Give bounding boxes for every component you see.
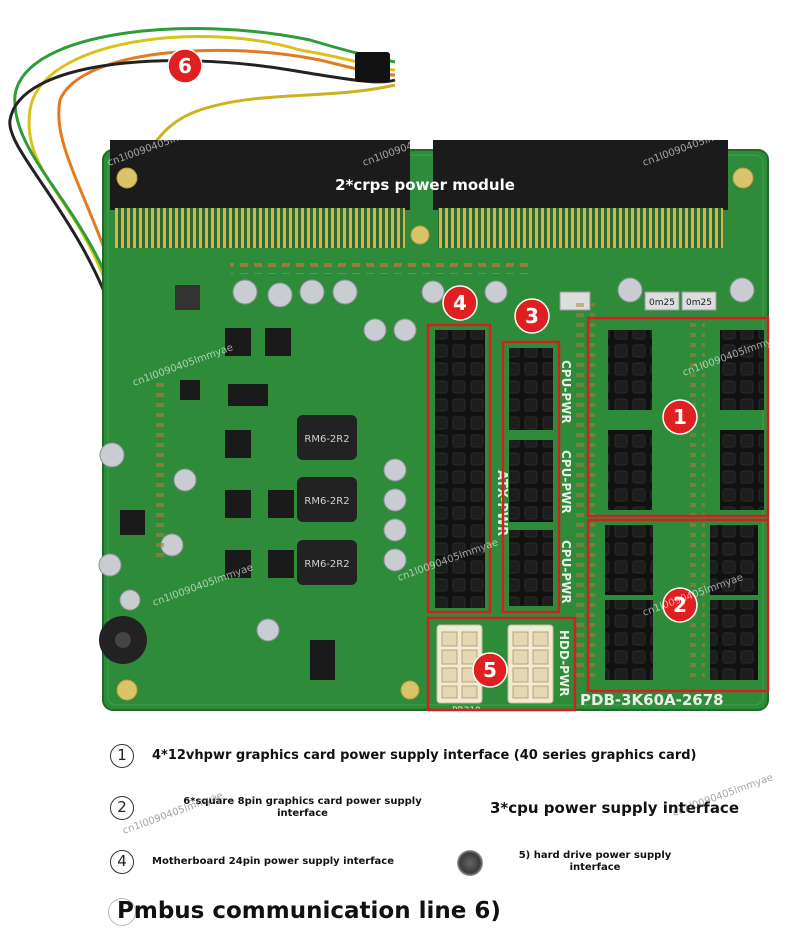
callout-4: 4: [453, 291, 467, 315]
inductor-label: RM6-2R2: [304, 496, 349, 507]
legend-text-5: 5) hard drive power supply interface: [505, 850, 685, 874]
12vhpwr-connector-4: [720, 430, 764, 510]
mosfets: [120, 285, 335, 680]
capacitors: [98, 277, 755, 642]
callout-3: 3: [525, 304, 539, 328]
cpu-label: CPU-PWR: [559, 540, 573, 604]
atx-24pin-connector: [435, 330, 485, 608]
hdd-label: HDD-PWR: [557, 630, 571, 696]
12vhpwr-connector-3: [608, 430, 652, 510]
inductor-label: RM6-2R2: [304, 434, 349, 445]
legend-number-6-ring: [108, 898, 136, 926]
gpu-8pin-4: [710, 600, 758, 680]
legend-text-2-line2: interface: [277, 808, 328, 819]
pcb-board-illustration: 2*crps power module: [8, 27, 770, 716]
hdd-icon: [457, 850, 483, 876]
inductor-label: RM6-2R2: [304, 559, 349, 570]
board-model: PDB-3K60A-2678: [580, 691, 724, 709]
legend-text-2: 6*square 8pin graphics card power supply…: [170, 796, 435, 820]
callout-2: 2: [673, 593, 687, 617]
12vhpwr-connector-1: [608, 330, 652, 410]
crps-slot-left: [110, 140, 410, 210]
cpu-label: CPU-PWR: [559, 360, 573, 424]
legend-number-4: 4: [110, 850, 134, 874]
callout-6: 6: [178, 54, 192, 78]
legend-number-1: 1: [110, 744, 134, 768]
legend-text-1: 4*12vhpwr graphics card power supply int…: [152, 748, 697, 763]
12vhpwr-connector-2: [720, 330, 764, 410]
legend-text-3: 3*cpu power supply interface: [490, 799, 740, 817]
fuse-label: 0m25: [686, 298, 712, 308]
mounting-holes: [116, 167, 754, 701]
gpu-8pin-1: [605, 525, 653, 595]
callout-5: 5: [483, 658, 497, 682]
cpu-connector-3: [509, 530, 553, 606]
pcb-photo: 2*crps power module: [8, 27, 770, 716]
legend-text-4: Motherboard 24pin power supply interface: [152, 856, 395, 867]
callout-1: 1: [673, 405, 687, 429]
legend-text-5-line2: interface: [569, 862, 621, 873]
crps-slot-right: [433, 140, 728, 210]
atx-label: ATX-PWR: [494, 470, 509, 536]
legend-number-2: 2: [110, 796, 134, 820]
legend-text-5-line1: 5) hard drive power supply: [518, 850, 672, 861]
hdd-connectors: [436, 624, 554, 704]
inductors: RM6-2R2 RM6-2R2 RM6-2R2: [297, 415, 357, 585]
gpu-8pin-3: [605, 600, 653, 680]
gpu-8pin-2: [710, 525, 758, 595]
cpu-connector-2: [509, 440, 553, 522]
fuse-label: 0m25: [649, 298, 675, 308]
legend: 1 4*12vhpwr graphics card power supply i…: [0, 728, 800, 952]
legend-text-2-line1: 6*square 8pin graphics card power supply: [183, 796, 422, 807]
pmbus-connector: [355, 52, 390, 82]
cpu-connector-1: [509, 348, 553, 430]
legend-text-6: Pmbus communication line 6): [117, 898, 501, 924]
cpu-label: CPU-PWR: [559, 450, 573, 514]
callouts: 6 4 3 1 2 5: [167, 48, 698, 688]
highlight-boxes: [426, 316, 770, 712]
board-title: 2*crps power module: [335, 176, 515, 194]
